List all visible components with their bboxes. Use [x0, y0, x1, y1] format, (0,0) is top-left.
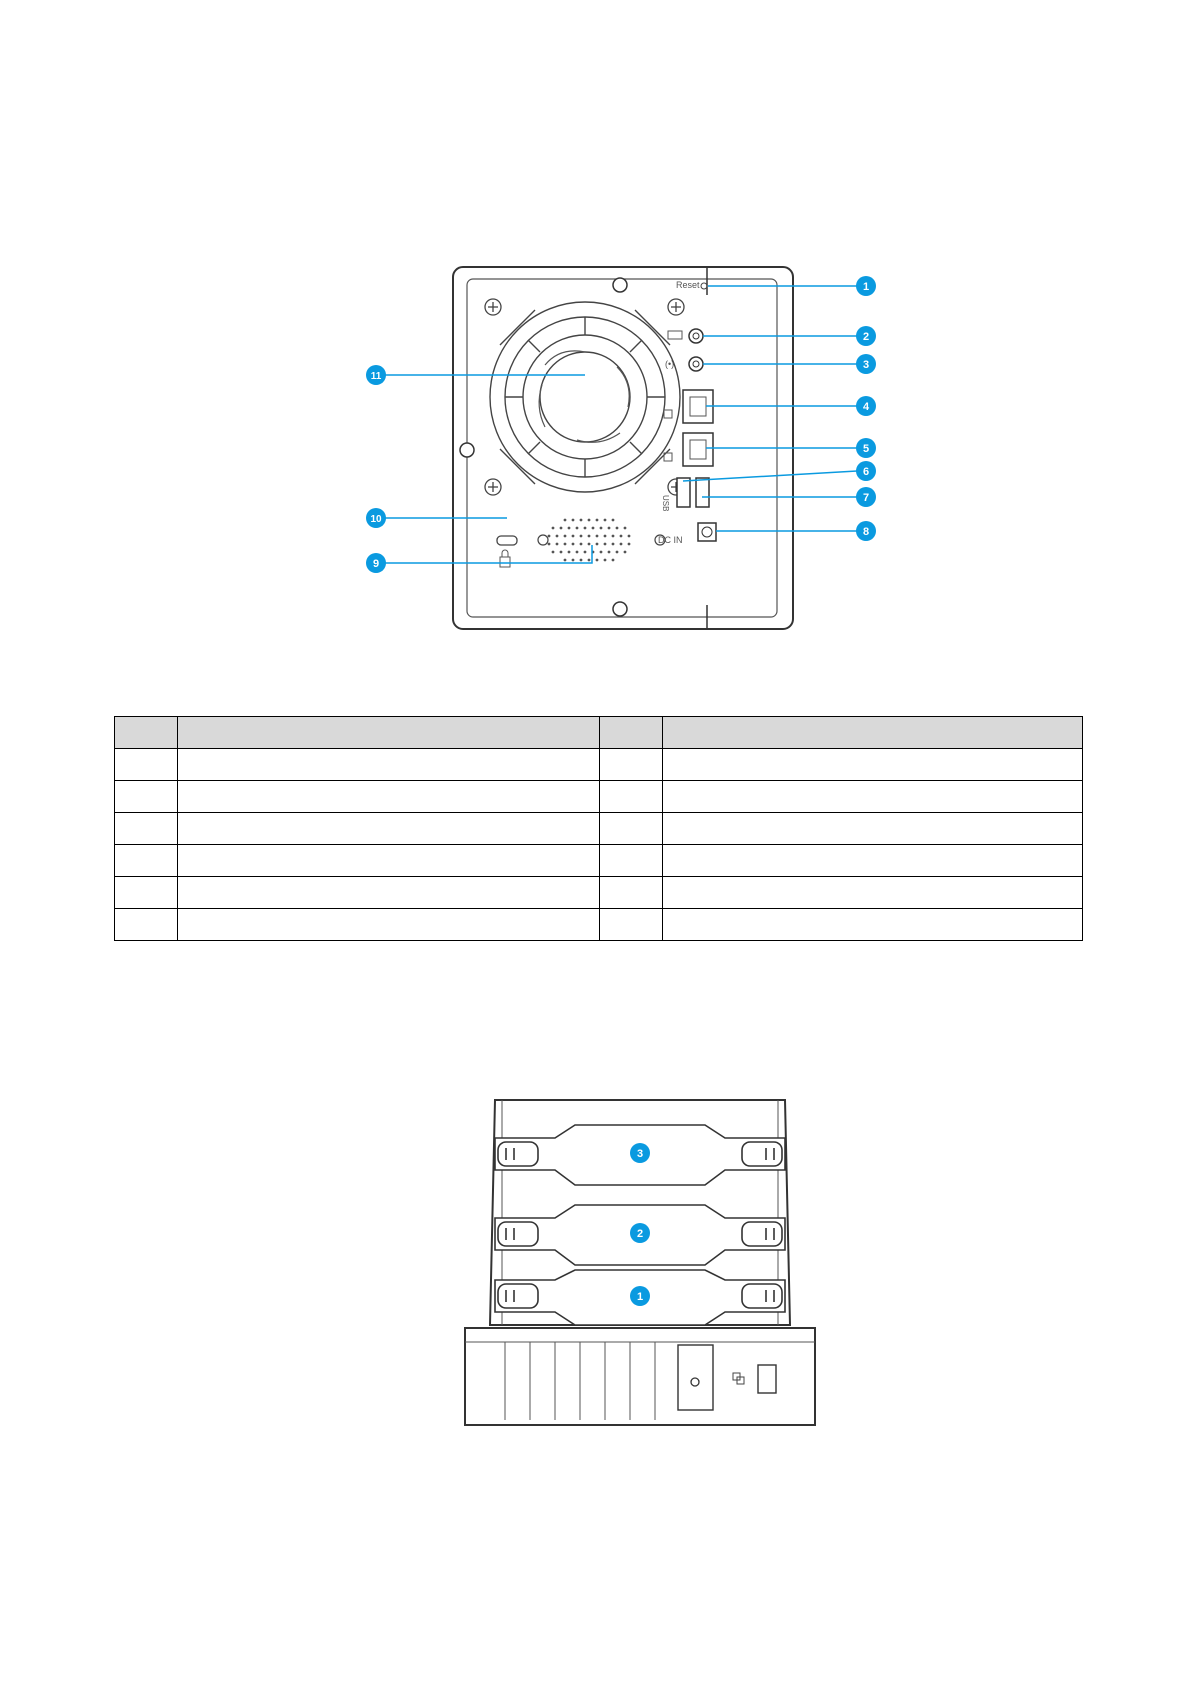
callout-4: 4 — [856, 396, 876, 416]
svg-text:3: 3 — [863, 359, 869, 371]
rear-panel-figure: Reset (•) USB DC IN 1 2 3 4 5 6 7 8 9 — [366, 266, 876, 630]
svg-text:4: 4 — [863, 401, 870, 413]
kensington-slot — [496, 535, 518, 546]
fan-blades — [538, 350, 630, 443]
svg-text:3: 3 — [637, 1148, 643, 1160]
reset-button[interactable] — [700, 282, 708, 290]
svg-text:6: 6 — [863, 466, 869, 478]
callout-8: 8 — [856, 521, 876, 541]
svg-text:10: 10 — [370, 514, 382, 525]
base-vents — [504, 1342, 656, 1420]
callout-7: 7 — [856, 487, 876, 507]
lan-port-2[interactable] — [682, 432, 714, 467]
reset-label: Reset — [676, 280, 700, 290]
dc-in-label: DC IN — [658, 535, 683, 545]
fan-screws — [484, 298, 685, 496]
mount-hole-left — [459, 442, 475, 458]
svg-text:2: 2 — [637, 1228, 643, 1240]
lan-icons — [663, 409, 673, 462]
callout-2: 2 — [856, 326, 876, 346]
speaker-screws — [537, 534, 666, 546]
speaker-grille — [547, 518, 631, 562]
audio-jack-2[interactable] — [688, 356, 704, 372]
callout-5: 5 — [856, 438, 876, 458]
svg-text:9: 9 — [373, 558, 379, 570]
table-row — [114, 812, 1083, 845]
mic-icon: (•) — [665, 359, 674, 369]
svg-text:5: 5 — [863, 443, 869, 455]
table-row — [114, 844, 1083, 877]
callout-11: 11 — [366, 365, 386, 385]
usb-label: USB — [661, 495, 670, 511]
header-no-2 — [599, 716, 663, 749]
table-row — [114, 908, 1083, 941]
header-no-1 — [114, 716, 178, 749]
audio-jack-1[interactable] — [688, 328, 704, 344]
port-table — [114, 716, 1083, 941]
bay-callout-2: 2 — [630, 1223, 650, 1243]
power-button[interactable] — [690, 1377, 700, 1387]
usb-port-2[interactable] — [676, 477, 691, 508]
callout-3: 3 — [856, 354, 876, 374]
table-header-row — [114, 716, 1083, 749]
svg-text:1: 1 — [863, 281, 869, 293]
table-row — [114, 876, 1083, 909]
base-unit — [464, 1327, 816, 1426]
callout-6: 6 — [856, 461, 876, 481]
mount-hole-top — [612, 277, 628, 293]
svg-text:8: 8 — [863, 526, 869, 538]
svg-text:1: 1 — [637, 1291, 643, 1303]
svg-text:2: 2 — [863, 331, 869, 343]
drive-bay-figure: 3 2 1 — [464, 1099, 816, 1426]
callout-10: 10 — [366, 508, 386, 528]
table-row — [114, 748, 1083, 781]
svg-text:7: 7 — [863, 492, 869, 504]
callout-9: 9 — [366, 553, 386, 573]
callout-lines — [385, 285, 858, 564]
usb-port-1[interactable] — [695, 477, 710, 508]
front-usb-port[interactable] — [757, 1364, 777, 1394]
bay-callout-3: 3 — [630, 1143, 650, 1163]
table-row — [114, 780, 1083, 813]
copy-icon — [732, 1372, 745, 1385]
callout-1: 1 — [856, 276, 876, 296]
power-button-panel — [677, 1344, 714, 1411]
svg-text:11: 11 — [371, 371, 382, 382]
header-component-1 — [177, 716, 600, 749]
dc-in-port[interactable] — [697, 522, 717, 542]
bay-callout-1: 1 — [630, 1286, 650, 1306]
mount-hole-bottom — [612, 601, 628, 617]
header-component-2 — [662, 716, 1083, 749]
line-out-icon — [667, 330, 683, 340]
lock-icon — [499, 549, 511, 568]
